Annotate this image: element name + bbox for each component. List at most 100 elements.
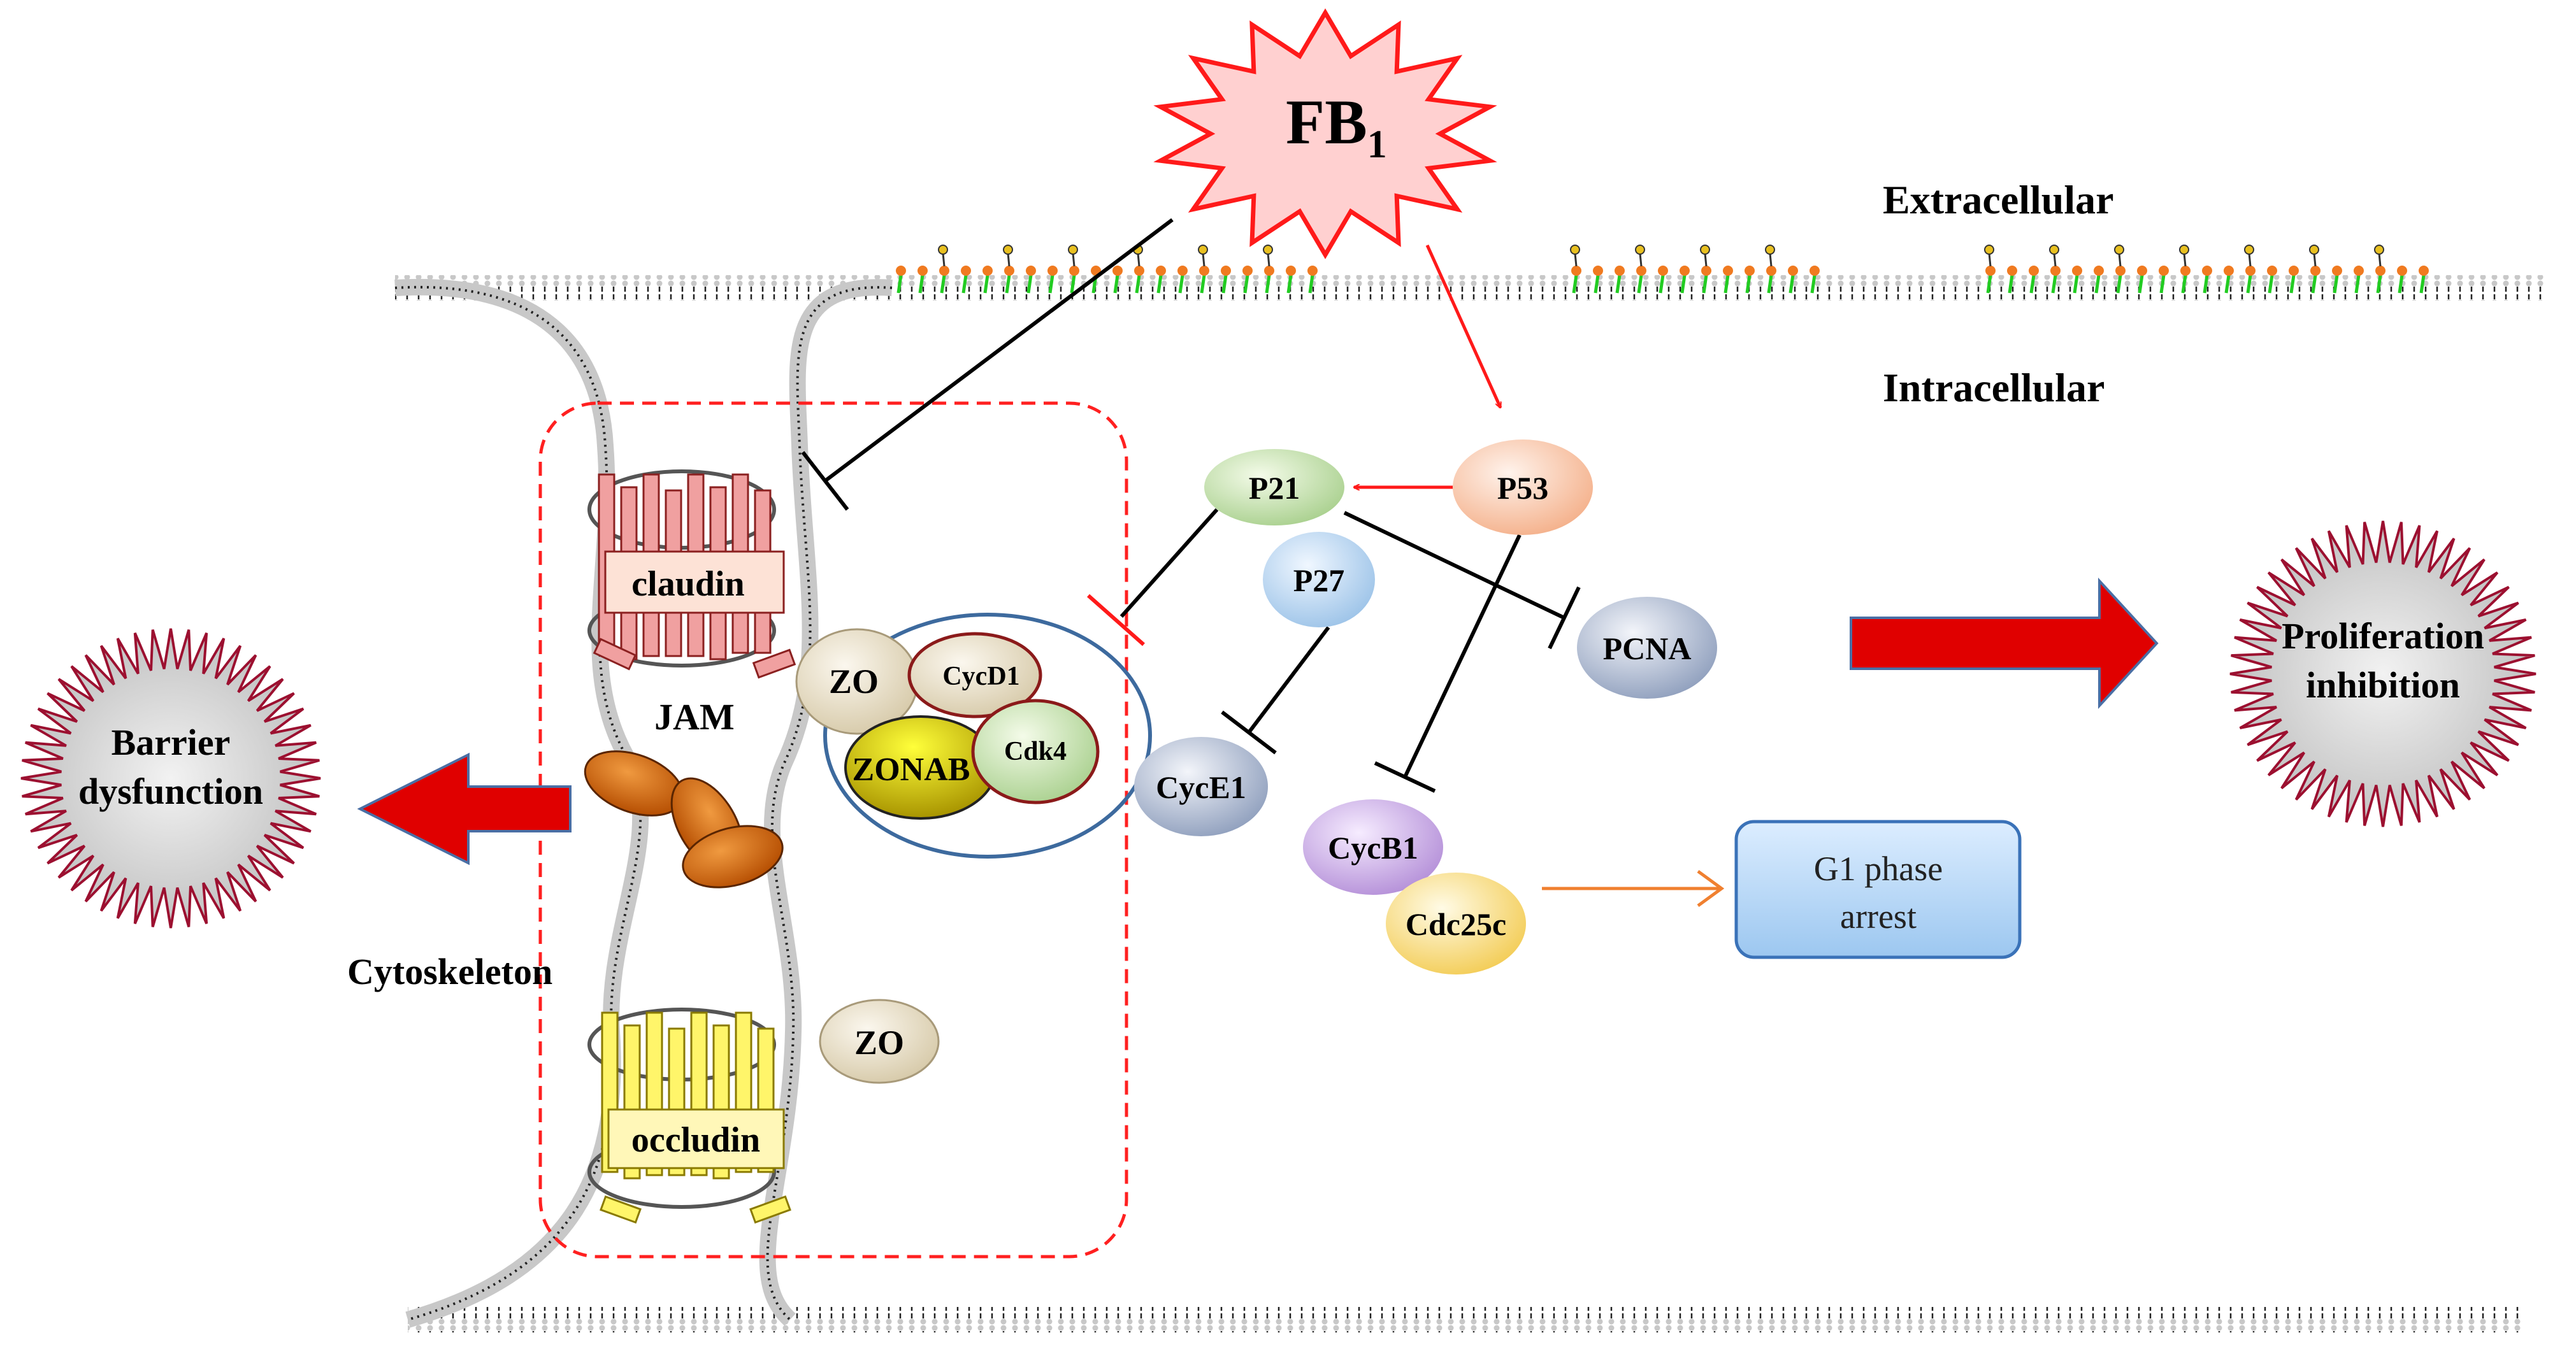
arrow-to-proliferation-inhibition [1850, 577, 2159, 710]
zo-zonab-complex: ZO CycD1 ZONAB Cdk4 [795, 613, 1152, 859]
glycan-marker [1177, 266, 1188, 294]
g1-arrest-line2: arrest [1840, 897, 1917, 936]
glycan-marker [2202, 266, 2212, 294]
glycan-marker [1615, 266, 1625, 294]
glycan-marker [1570, 245, 1581, 294]
occludin-label: occludin [631, 1120, 760, 1160]
p21-label: P21 [1249, 470, 1300, 506]
zo-upper-label: ZO [829, 662, 879, 701]
glycan-marker [2374, 245, 2385, 294]
cycb1-node [1303, 799, 1443, 895]
claudin-label: claudin [631, 564, 744, 604]
cytoskeleton-label: Cytoskeleton [347, 951, 552, 992]
glycan-marker [2137, 266, 2147, 294]
jam-ovals [584, 750, 784, 889]
glycan-marker [1700, 245, 1711, 294]
extracellular-label: Extracellular [1883, 177, 2114, 222]
fb1-label: FB [1286, 87, 1367, 157]
fb1-burst: FB1 [1153, 8, 1497, 259]
glycan-marker [1026, 266, 1036, 294]
glycan-marker [1765, 245, 1776, 294]
glycan-marker [917, 266, 928, 294]
cycd1-node [907, 632, 1042, 718]
p21-node [1204, 449, 1344, 525]
glycan-marker [1635, 245, 1646, 294]
p21-inhibits-pcna-line [1343, 511, 1565, 620]
fb1-activates-p53-arrow [1425, 244, 1502, 408]
svg-text:FB1: FB1 [1286, 87, 1387, 166]
glycan-marker [2029, 266, 2039, 294]
p53-label: P53 [1497, 470, 1549, 506]
glycan-marker [1984, 245, 1996, 294]
pcna-label: PCNA [1603, 631, 1692, 666]
jam-label: JAM [654, 696, 735, 738]
glycan-marker [2007, 266, 2017, 294]
glycan-marker [1745, 266, 1755, 294]
g1-arrest-line1: G1 phase [1814, 850, 1943, 888]
p21-inhibits-pcna-bar [1548, 586, 1581, 650]
barrier-line1: Barrier [112, 722, 231, 763]
glycan-marker [1723, 266, 1733, 294]
p21-inhibits-complex-bar [1087, 594, 1145, 646]
occludin-protein: occludin [587, 1008, 791, 1224]
glycan-marker [2244, 245, 2256, 294]
glycan-marker [2094, 266, 2104, 294]
glycan-marker [2072, 266, 2082, 294]
glycan-marker [1286, 266, 1296, 294]
g1-arrest-box [1734, 820, 2022, 959]
glycan-marker [2354, 266, 2364, 294]
glycan-marker [2049, 245, 2061, 294]
arrow-to-barrier-dysfunction [357, 752, 572, 866]
proliferation-line2: inhibition [2306, 664, 2460, 706]
glycan-marker [2267, 266, 2277, 294]
basal-membrane [408, 1307, 2523, 1332]
glycan-marker [1047, 266, 1058, 294]
p27-inhibits-cyce1-line [1247, 626, 1330, 734]
glycan-marker [938, 245, 949, 294]
p53-inhibits-cycb1-bar [1374, 761, 1436, 793]
zo-lower-label: ZO [854, 1024, 904, 1062]
fb1-inhibits-junction-bar [801, 451, 849, 511]
glycan-marker [1658, 266, 1668, 294]
glycan-marker [2419, 266, 2429, 294]
cyce1-node [1134, 737, 1268, 836]
pathway-arrows [801, 218, 1725, 908]
cdc25c-label: Cdc25c [1406, 906, 1506, 942]
cdk4-node [971, 699, 1100, 804]
glycan-marker [1593, 266, 1603, 294]
cdc25c-to-g1-arrowhead [1697, 869, 1725, 908]
proliferation-line1: Proliferation [2282, 615, 2484, 657]
glycan-marker [1680, 266, 1690, 294]
proliferation-inhibition-burst: Proliferation inhibition [2229, 520, 2536, 827]
glycan-marker [1003, 245, 1014, 294]
p53-node [1453, 439, 1593, 535]
glycan-marker [1156, 266, 1166, 294]
complex-ring [823, 613, 1152, 859]
p53-inhibits-cycb1-line [1403, 534, 1522, 778]
glycan-marker [2332, 266, 2342, 294]
glycan-marker [1068, 245, 1079, 294]
glycan-marker [896, 266, 906, 294]
p27-label: P27 [1293, 562, 1345, 598]
zo-lower-node [819, 999, 940, 1084]
barrier-line2: dysfunction [78, 771, 263, 812]
p27-inhibits-cyce1-bar [1221, 710, 1277, 755]
claudin-protein: claudin [587, 469, 796, 679]
glycan-marker [1242, 266, 1253, 294]
glycan-marker [2159, 266, 2169, 294]
glycan-marker [1788, 266, 1798, 294]
zonab-label: ZONAB [853, 752, 970, 788]
glycan-marker [2397, 266, 2407, 294]
glycan-marker [2224, 266, 2234, 294]
glycan-marker [1221, 266, 1231, 294]
glycan-marker [961, 266, 971, 294]
cdk4-label: Cdk4 [1004, 737, 1067, 766]
glycocalyx-decoration [896, 245, 2429, 294]
pcna-node [1577, 597, 1717, 699]
intracellular-label: Intracellular [1883, 365, 2105, 410]
glycan-marker [2179, 245, 2191, 294]
glycan-marker [2309, 245, 2321, 294]
cycd1-label: CycD1 [942, 662, 1019, 691]
glycan-marker [1307, 266, 1318, 294]
